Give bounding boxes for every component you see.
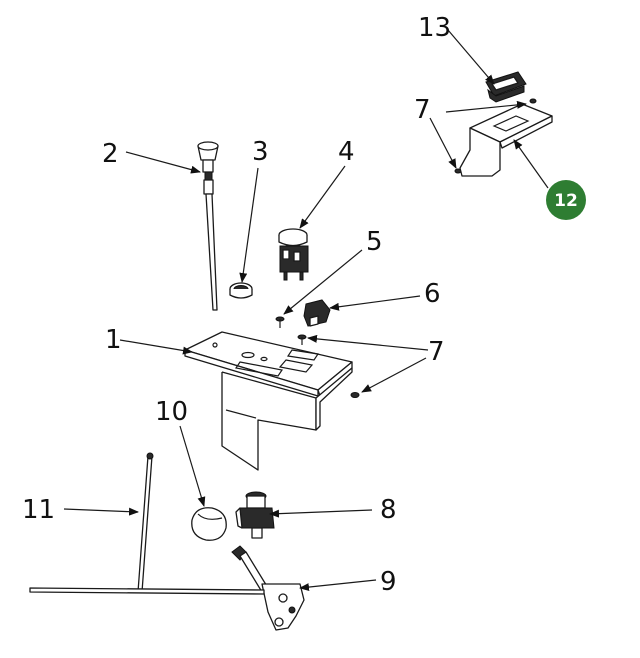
highlight-badge-label: 12 [554,191,578,211]
leader-6 [329,295,421,311]
leader-9 [299,579,377,592]
round-switch-part [229,282,253,299]
rocker-switch-part [303,299,331,327]
callout-labels: 1 2 3 4 5 6 7 7 8 9 10 11 13 [22,13,451,597]
mounting-plate-part [184,331,353,471]
leader-2 [125,151,201,174]
leader-4 [299,165,346,229]
leader-5 [283,249,363,315]
push-button-switch-part [278,228,309,281]
small-screw-part [275,316,285,328]
leader-lines [63,29,549,592]
callout-7-upper: 7 [414,95,431,125]
leader-7b [361,357,427,393]
leader-10 [179,425,206,507]
leader-8 [269,509,373,518]
callout-6: 6 [424,279,441,309]
ignition-switch-part [235,491,275,539]
callout-10: 10 [155,397,188,427]
leader-12 [513,139,549,189]
callout-3: 3 [252,137,269,167]
leader-1 [119,339,193,355]
highlight-callout-12[interactable]: 12 [546,180,586,220]
callout-2: 2 [102,139,119,169]
highlight-badge[interactable] [546,180,586,220]
callout-1: 1 [105,325,122,355]
throttle-lever-part [231,545,305,631]
screw-part [297,98,537,398]
callout-11: 11 [22,495,55,525]
throttle-cable-part [29,452,265,595]
leader-11 [63,507,139,516]
callout-5: 5 [366,227,383,257]
leader-7c [445,100,527,113]
hour-meter-part [485,71,527,103]
leader-3 [239,167,259,283]
cable-knob-part [197,141,219,311]
callout-9: 9 [380,567,397,597]
rubber-knob-part [191,507,227,541]
callout-13: 13 [418,13,451,43]
callout-8: 8 [380,495,397,525]
leader-13 [447,29,495,85]
leader-7a [307,334,429,351]
callout-7-lower: 7 [428,337,445,367]
callout-4: 4 [338,137,355,167]
hour-meter-bracket-part [459,103,553,177]
leader-7d [429,117,457,169]
